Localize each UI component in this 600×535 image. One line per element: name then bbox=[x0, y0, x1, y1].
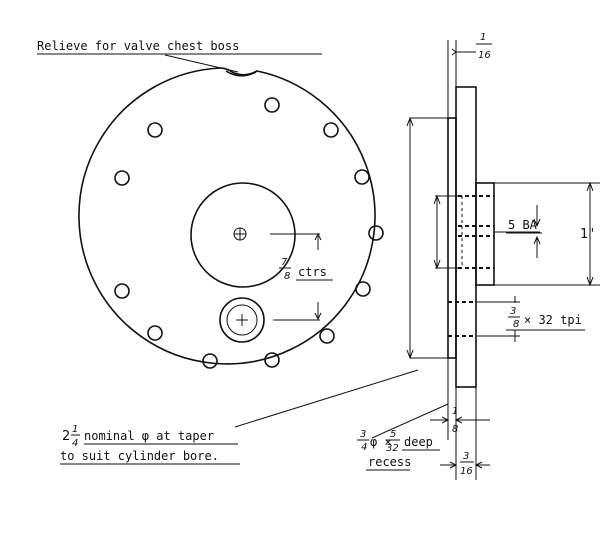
recess-x-label: φ × bbox=[370, 435, 392, 449]
side-boss bbox=[475, 182, 495, 286]
spigot bbox=[447, 117, 457, 359]
eighth-num: 1 bbox=[452, 406, 458, 417]
bolt-hole bbox=[202, 353, 218, 369]
recess-label: recess bbox=[368, 455, 411, 469]
side-view bbox=[406, 40, 600, 480]
central-boss bbox=[190, 182, 296, 288]
bolt-hole bbox=[319, 328, 335, 344]
deep-label: deep bbox=[404, 435, 433, 449]
nominal-line1: nominal φ at taper bbox=[84, 429, 214, 443]
one-inch-label: 1" bbox=[580, 227, 594, 242]
relief-notch-edge bbox=[225, 70, 257, 77]
recess-frac2-num: 5 bbox=[390, 429, 396, 440]
top-sixteenth-num: 1 bbox=[480, 32, 486, 43]
bolt-hole bbox=[323, 122, 339, 138]
five-ba-label: 5 BA bbox=[508, 218, 538, 232]
nominal-frac-den: 4 bbox=[72, 438, 78, 449]
bolt-hole bbox=[114, 283, 130, 299]
bolt-hole bbox=[147, 325, 163, 341]
bolt-hole bbox=[264, 97, 280, 113]
front-view bbox=[78, 67, 384, 369]
ctrs-frac-den: 8 bbox=[284, 271, 290, 282]
ctrs-frac-num: 7 bbox=[281, 257, 288, 268]
bolt-hole bbox=[354, 169, 370, 185]
ctrs-label: ctrs bbox=[298, 265, 327, 279]
top-sixteenth-den: 16 bbox=[478, 50, 491, 61]
tpi-label: × 32 tpi bbox=[524, 313, 582, 327]
bolt-hole bbox=[114, 170, 130, 186]
lower-boss-inner bbox=[226, 304, 258, 336]
recess-frac2-den: 32 bbox=[386, 443, 399, 454]
nominal-line2: to suit cylinder bore. bbox=[60, 449, 219, 463]
nominal-whole: 2 bbox=[62, 429, 70, 444]
relieve-label: Relieve for valve chest boss bbox=[37, 39, 239, 53]
bolt-hole bbox=[368, 225, 384, 241]
three-sixteenth-den: 16 bbox=[460, 466, 473, 477]
bolt-hole bbox=[147, 122, 163, 138]
recess-frac1-den: 4 bbox=[361, 442, 367, 453]
three-sixteenth-num: 3 bbox=[463, 451, 469, 462]
lower-boss-outer bbox=[219, 297, 265, 343]
eighth-den: 8 bbox=[452, 424, 458, 435]
bolt-hole bbox=[264, 352, 280, 368]
annotations: Relieve for valve chest boss 7 8 ctrs 1 … bbox=[37, 32, 594, 477]
nominal-frac-num: 1 bbox=[72, 424, 78, 435]
bolt-hole bbox=[355, 281, 371, 297]
tpi-frac-num: 3 bbox=[510, 306, 516, 317]
tpi-frac-den: 8 bbox=[513, 319, 519, 330]
recess-frac1-num: 3 bbox=[360, 429, 366, 440]
